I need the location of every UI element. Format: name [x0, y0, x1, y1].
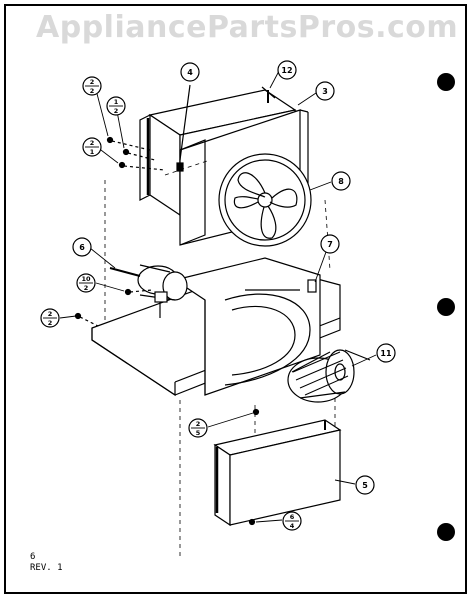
callout-6-label: 6	[79, 243, 85, 252]
fan-motor	[109, 264, 188, 318]
callout-f2b-top: 2	[90, 139, 95, 147]
callout-7-label: 7	[327, 240, 333, 249]
upper-fasteners	[106, 136, 166, 171]
callout-f1-bottom: 2	[114, 107, 119, 115]
callout-f2b-bottom: 1	[90, 148, 95, 156]
callout-f2c-top: 2	[48, 310, 53, 318]
callout-3	[315, 81, 335, 101]
condenser-fan	[218, 153, 312, 247]
binder-hole-middle	[437, 298, 455, 316]
callout-6	[72, 237, 92, 257]
callout-f2d-bottom: 5	[196, 429, 201, 437]
callout-3-label: 3	[322, 87, 328, 96]
callout-f2c-bottom: 2	[48, 319, 53, 327]
callout-8-label: 8	[338, 177, 344, 186]
callout-f2a-top: 2	[90, 78, 95, 86]
revision-label: REV. 1	[30, 563, 63, 573]
callout-f10-top: 10	[81, 275, 91, 283]
binder-hole-bottom	[437, 523, 455, 541]
fan-clip-part-4	[176, 84, 191, 172]
callout-11	[376, 343, 396, 363]
callout-f2a-bottom: 2	[90, 87, 95, 95]
callout-7	[320, 234, 340, 254]
base-fasteners	[74, 288, 260, 416]
callout-4-label: 4	[187, 68, 193, 77]
base-pan-orifice	[91, 257, 371, 397]
callout-11-label: 11	[380, 349, 392, 358]
page-number: 6	[30, 552, 36, 562]
diagram-border	[4, 4, 467, 594]
callout-12-label: 12	[281, 66, 292, 75]
watermark: AppliancePartsPros.com	[36, 10, 459, 45]
callout-f10-bottom: 2	[84, 284, 89, 292]
callout-8	[331, 171, 351, 191]
callout-f6-bottom: 4	[290, 522, 295, 530]
callout-12	[277, 60, 297, 80]
callout-5	[355, 475, 375, 495]
callout-5-label: 5	[362, 481, 368, 490]
callout-f1-top: 1	[114, 98, 119, 106]
binder-holes	[437, 73, 455, 541]
evaporator-coil	[213, 419, 342, 527]
blower-wheel	[287, 349, 355, 403]
callout-f2d-top: 2	[196, 420, 201, 428]
callout-4	[180, 62, 200, 82]
revision-note: 6 REV. 1	[30, 552, 63, 574]
callout-f6-top: 6	[290, 513, 295, 521]
binder-hole-top	[437, 73, 455, 91]
